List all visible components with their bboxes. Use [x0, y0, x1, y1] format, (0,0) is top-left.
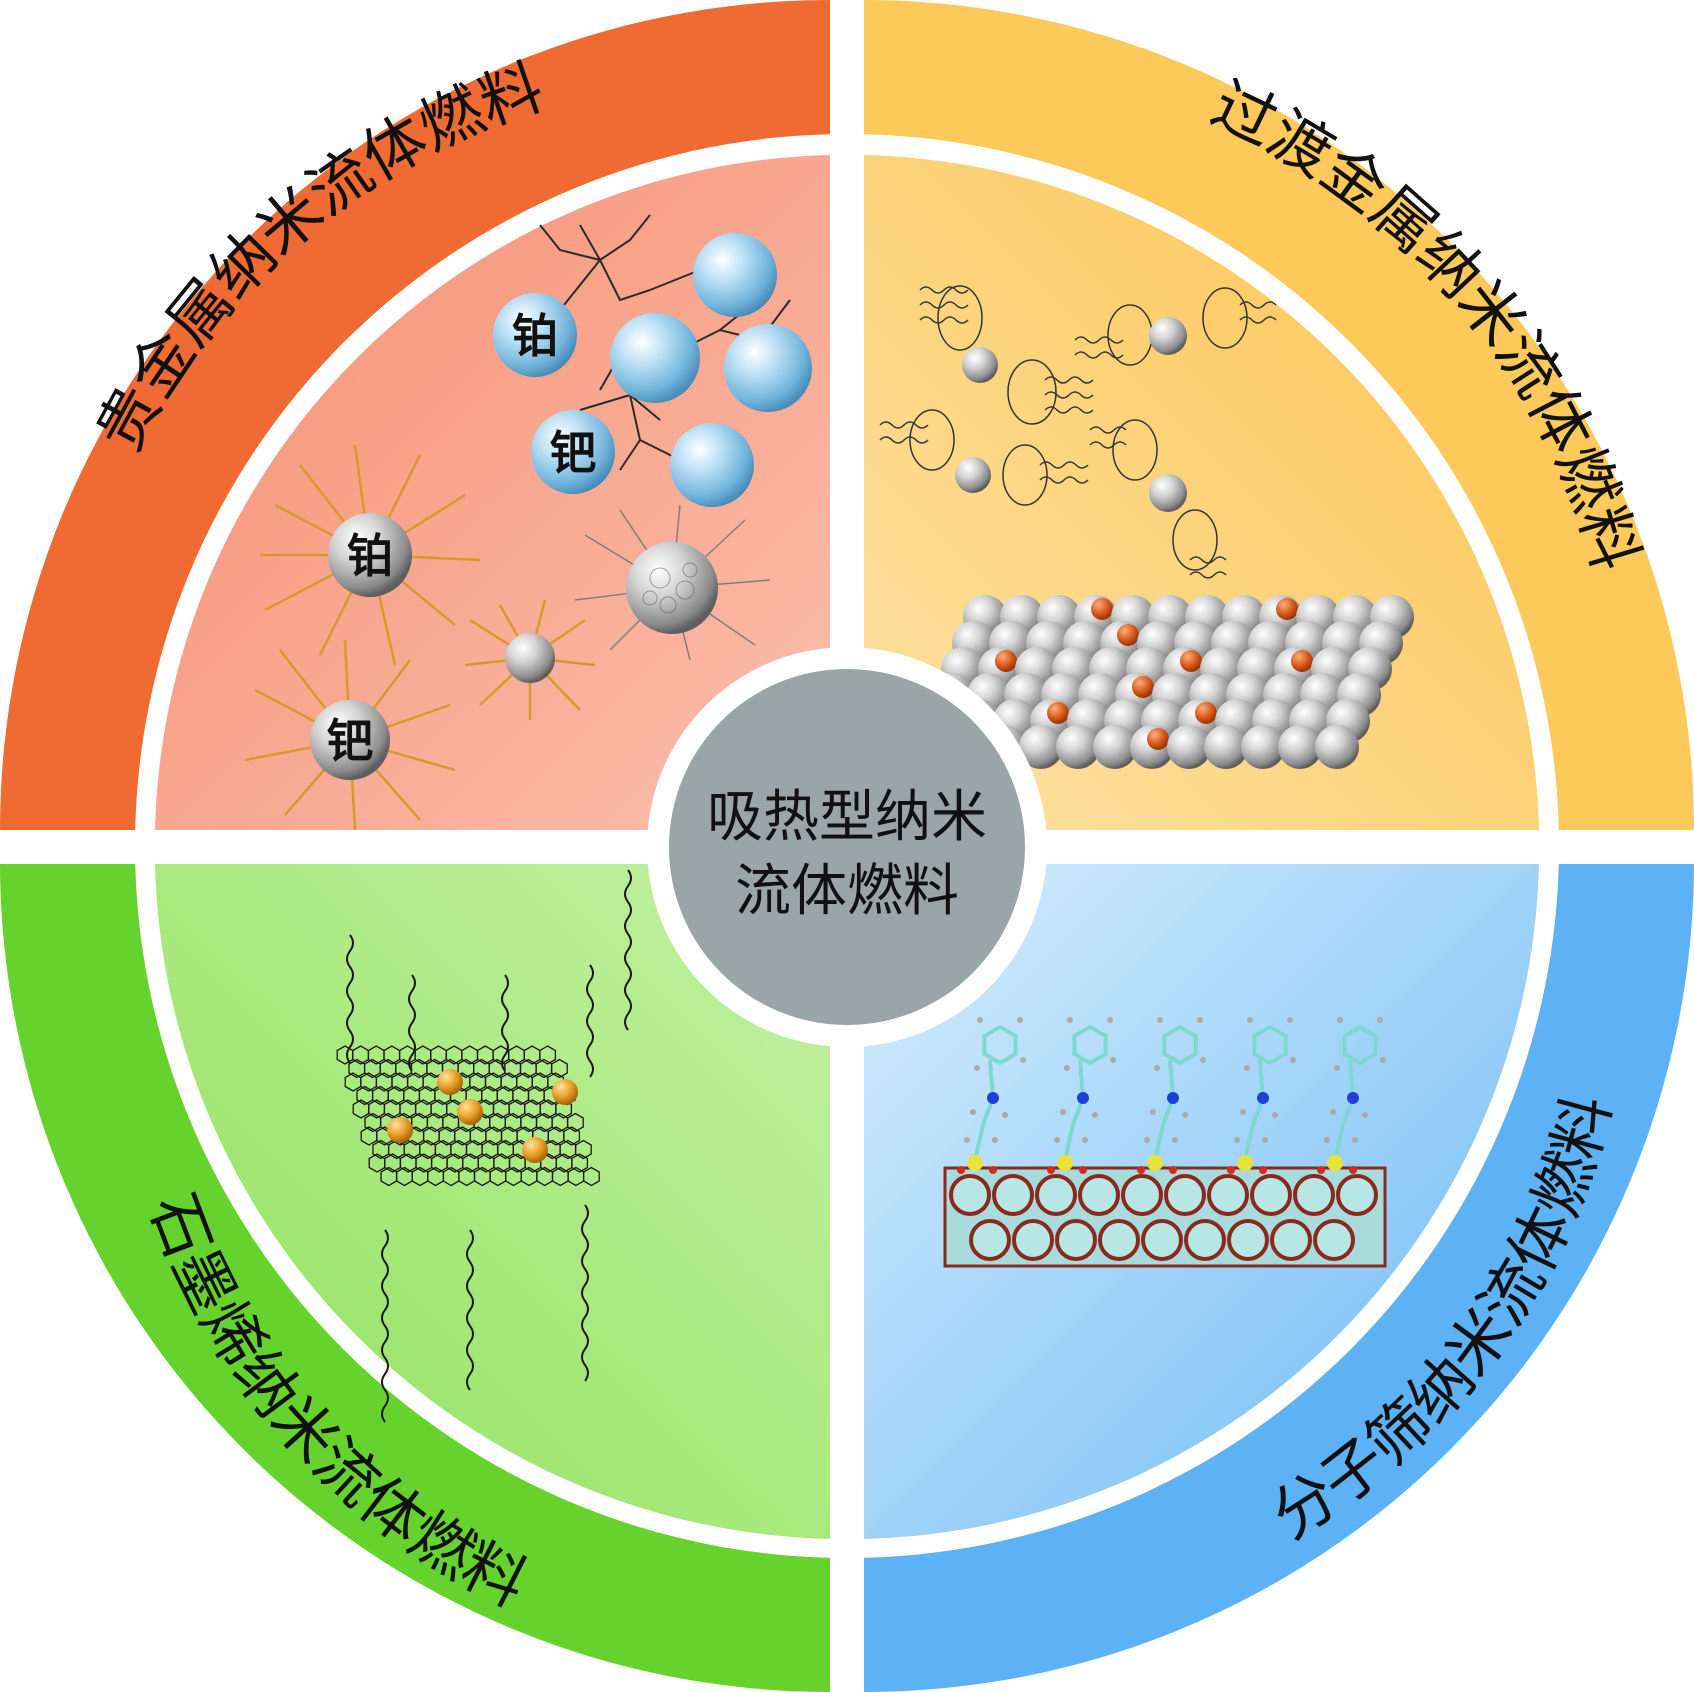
graphene-ring	[550, 1058, 568, 1079]
metal-cluster-particle	[626, 542, 718, 634]
zeolite-pore	[992, 1174, 1034, 1216]
zeolite-pore	[1250, 1174, 1292, 1216]
zeolite-pore	[1270, 1219, 1312, 1261]
zeolite-pore	[1336, 1174, 1378, 1216]
zeolite-pore	[1293, 1174, 1335, 1216]
dendrimer-sphere-right	[724, 324, 812, 412]
organic-linker	[1227, 1017, 1296, 1174]
ligand-particle-gray-large	[574, 504, 771, 661]
organic-linker	[1137, 1017, 1206, 1174]
dendrimer-sphere-top-right	[693, 233, 777, 317]
graphene-ring	[539, 1045, 557, 1065]
zeolite-pore	[1035, 1174, 1077, 1216]
active-site-atom	[1276, 598, 1298, 620]
zeolite-pore	[949, 1174, 991, 1216]
platinum-dendrimer-sphere	[493, 293, 577, 377]
particle-label-pd-1: 钯	[327, 714, 373, 768]
particle-label-pt-1: 铂	[347, 529, 393, 583]
lattice-atom	[1093, 725, 1137, 769]
zeolite-pores	[949, 1174, 1378, 1261]
organic-linker	[1047, 1017, 1116, 1174]
lattice-atom	[1315, 725, 1359, 769]
lattice-atom	[1056, 725, 1100, 769]
graphene-ring	[563, 1126, 581, 1146]
ligand-particle-pd: 钯	[244, 639, 456, 831]
graphene-ring	[571, 1153, 589, 1173]
lattice-atom	[1167, 725, 1211, 769]
palladium-dendrimer-sphere	[531, 410, 615, 494]
palladium-particle	[310, 700, 390, 780]
active-site-atom	[1147, 728, 1169, 750]
lattice-atom	[1241, 725, 1285, 769]
lattice-atom	[1278, 725, 1322, 769]
active-site-atom	[1091, 598, 1113, 620]
zeolite-pore	[1098, 1219, 1140, 1261]
particle-label-pt-2: 铂	[512, 309, 558, 363]
center-title-line2: 流体燃料	[735, 859, 959, 924]
zeolite-pore	[1164, 1174, 1206, 1216]
platinum-particle	[328, 513, 412, 597]
active-site-atom	[1195, 702, 1217, 724]
graphene-ring	[582, 1166, 600, 1187]
molecular-sieve-illustration	[943, 1017, 1387, 1268]
active-site-atom	[1291, 650, 1313, 672]
graphene-ring	[566, 1112, 584, 1133]
grafted-organic-groups	[957, 1017, 1386, 1174]
active-site-atom	[1117, 624, 1139, 646]
lattice-atom	[1019, 725, 1063, 769]
lattice-atom	[1204, 725, 1248, 769]
dendrimer-cluster: 铂 钯	[493, 214, 812, 507]
zeolite-pore	[1055, 1219, 1097, 1261]
zeolite-pore	[1012, 1219, 1054, 1261]
zeolite-pore	[1227, 1219, 1269, 1261]
zeolite-pore	[1207, 1174, 1249, 1216]
noble-metal-illustration: 铂 钯	[244, 214, 812, 831]
ligand-particle-pt: 铂	[260, 444, 481, 666]
alkyl-chains	[346, 869, 632, 1423]
graphene-ring	[574, 1139, 592, 1160]
center-circle	[669, 669, 1025, 1025]
active-site-atom	[995, 650, 1017, 672]
metal-nanoparticles	[955, 317, 1187, 512]
organic-linker	[1317, 1017, 1386, 1174]
gold-nanoparticles	[387, 1069, 578, 1163]
zeolite-pore	[1141, 1219, 1183, 1261]
active-site-atom	[1047, 702, 1069, 724]
transition-metal-illustration	[879, 285, 1414, 769]
zeolite-pore	[1313, 1219, 1355, 1261]
zeolite-pore	[1121, 1174, 1163, 1216]
zeolite-pore	[1184, 1219, 1226, 1261]
surface-lattice	[908, 595, 1414, 769]
zeolite-pore	[1078, 1174, 1120, 1216]
center-title-line1: 吸热型纳米	[707, 785, 987, 850]
organic-linker	[957, 1017, 1026, 1174]
ligand-particle-small	[464, 599, 596, 720]
dendrimer-sphere-bottom	[670, 423, 754, 507]
micelle-cylinders	[879, 285, 1277, 579]
particle-label-pd-2: 钯	[550, 426, 596, 480]
fill-bottom-left	[155, 864, 830, 1539]
active-site-atom	[1132, 676, 1154, 698]
zeolite-pore	[969, 1219, 1011, 1261]
small-metal-particle	[505, 633, 555, 683]
dendrimer-sphere-center	[610, 313, 700, 403]
graphene-illustration	[336, 869, 632, 1423]
active-site-atom	[1180, 650, 1202, 672]
